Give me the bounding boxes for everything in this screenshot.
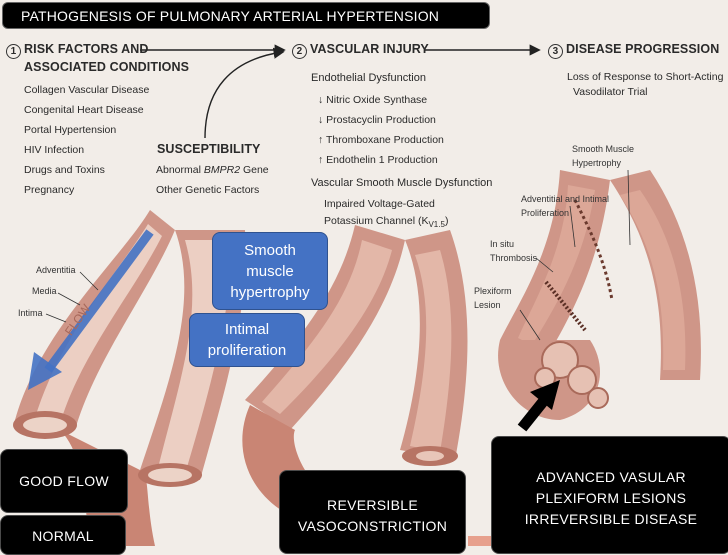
list-item: Pregnancy — [24, 184, 75, 196]
list-item: Congenital Heart Disease — [24, 104, 144, 116]
list-item: Abnormal BMPR2 Gene — [156, 164, 269, 176]
label-plexiform-lesion: Plexiform Lesion — [474, 286, 512, 310]
down-arrow-icon: ↓ — [318, 114, 324, 126]
susceptibility-heading: SUSCEPTIBILITY — [157, 142, 261, 156]
vessel-advanced — [498, 170, 701, 420]
list-item: ↑ Endothelin 1 Production — [318, 154, 438, 166]
list-item: Portal Hypertension — [24, 124, 117, 136]
endothelial-heading: Endothelial Dysfunction — [311, 72, 426, 84]
callout-smooth-muscle-hypertrophy: Smooth muscle hypertrophy — [212, 232, 328, 310]
vessel-reversible — [242, 225, 468, 520]
potassium-channel-text: Impaired Voltage-Gated Potassium Channel… — [324, 198, 449, 230]
list-item: Collagen Vascular Disease — [24, 84, 150, 96]
susceptibility-arrow — [204, 47, 285, 139]
label-media: Media — [32, 286, 57, 296]
page-title: PATHOGENESIS OF PULMONARY ARTERIAL HYPER… — [21, 8, 440, 24]
step1-number: 1 — [6, 44, 21, 59]
list-item: HIV Infection — [24, 144, 85, 156]
label-smooth-muscle-hypertrophy: Smooth Muscle Hypertrophy — [572, 144, 635, 168]
callout-intimal-proliferation: Intimal proliferation — [189, 313, 305, 367]
down-arrow-icon: ↓ — [318, 94, 324, 106]
list-item: ↓ Nitric Oxide Synthase — [318, 94, 428, 106]
label-adventitia: Adventitia — [36, 265, 76, 275]
up-arrow-icon: ↑ — [318, 154, 324, 166]
step3-text: Loss of Response to Short-Acting Vasodil… — [567, 71, 724, 98]
box-advanced: ADVANCED VASULAR PLEXIFORM LESIONS IRREV… — [491, 436, 728, 554]
step1-heading-line2: ASSOCIATED CONDITIONS — [24, 60, 190, 74]
box-reversible: REVERSIBLE VASOCONSTRICTION — [279, 470, 466, 554]
list-item: ↓ Prostacyclin Production — [318, 114, 436, 126]
label-adventitial-intimal: Adventitial and Intimal Proliferation — [521, 194, 610, 218]
box-normal: NORMAL — [0, 515, 126, 555]
list-item: Other Genetic Factors — [156, 184, 260, 196]
flow-arrow — [28, 229, 154, 390]
step3-number: 3 — [548, 44, 563, 59]
label-leaders — [45, 169, 631, 341]
list-item: ↑ Thromboxane Production — [318, 134, 444, 146]
label-intima: Intima — [18, 308, 43, 318]
list-item: Drugs and Toxins — [24, 164, 105, 176]
title-bar: PATHOGENESIS OF PULMONARY ARTERIAL HYPER… — [2, 2, 490, 29]
susceptibility-list: Abnormal BMPR2 Gene Other Genetic Factor… — [156, 160, 269, 200]
smooth-muscle-heading: Vascular Smooth Muscle Dysfunction — [311, 177, 493, 189]
up-arrow-icon: ↑ — [318, 134, 324, 146]
risk-factor-list: Collagen Vascular Disease Congenital Hea… — [24, 80, 149, 200]
endothelial-list: ↓ Nitric Oxide Synthase ↓ Prostacyclin P… — [318, 90, 444, 170]
box-good-flow: GOOD FLOW — [0, 449, 128, 513]
label-in-situ-thrombosis: In situ Thrombosis — [490, 239, 538, 263]
lesion-pointer-arrow — [517, 380, 560, 432]
step2-number: 2 — [292, 44, 307, 59]
